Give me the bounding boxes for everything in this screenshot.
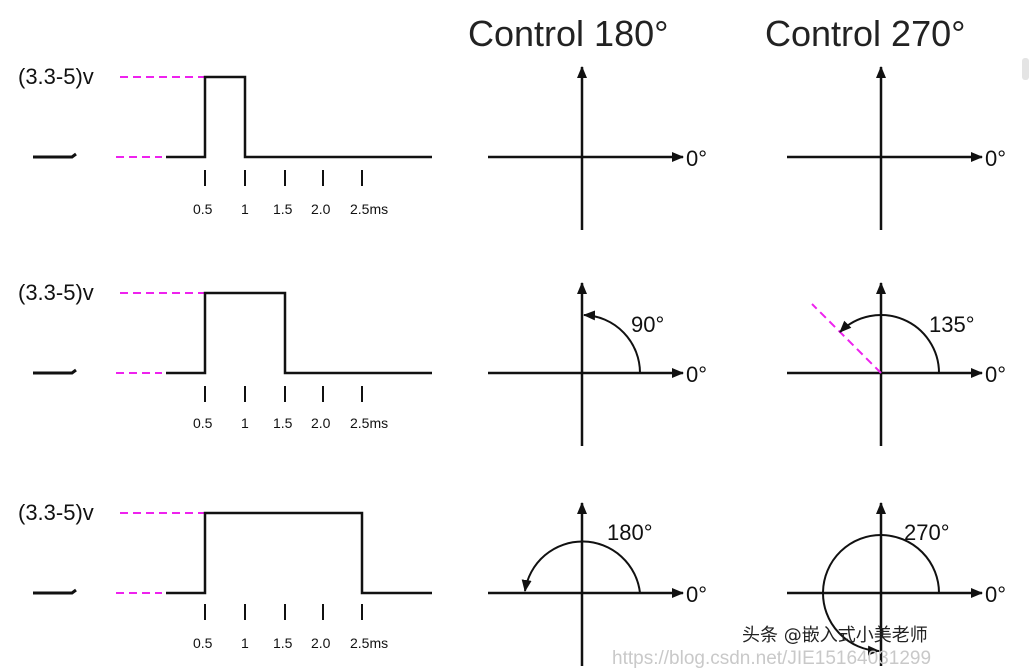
angle-label-270: 270° (904, 520, 950, 545)
pwm-pulse-waveform (166, 511, 432, 595)
tick-label: 2.5ms (350, 201, 388, 217)
baseline-left-segment (33, 368, 77, 375)
angle-dashed-indicator (811, 303, 882, 374)
pwm-pulse-waveform (166, 291, 432, 375)
baseline-left-segment (33, 588, 77, 595)
tick-label: 0.5 (193, 635, 213, 651)
angle-label-90: 90° (631, 312, 664, 337)
rotation-arc-90 (583, 310, 641, 374)
tick-label: 1.5 (273, 201, 293, 217)
tick-label: 0.5 (193, 201, 213, 217)
title-control-270: Control 270° (765, 13, 966, 54)
zero-degree-label: 0° (985, 146, 1006, 171)
zero-degree-label: 0° (686, 362, 707, 387)
tick-label: 2.5ms (350, 635, 388, 651)
title-control-180: Control 180° (468, 13, 669, 54)
voltage-label: (3.3-5)v (18, 64, 94, 89)
watermark-url: https://blog.csdn.net/JIE15164031299 (612, 648, 931, 668)
row-3: (3.3-5)v 0.5 1 1.5 2.0 2.5ms 0° 180° 0° … (18, 500, 1006, 666)
scroll-edge-mark (1022, 58, 1029, 80)
zero-degree-label: 0° (985, 582, 1006, 607)
tick-label: 1 (241, 635, 249, 651)
zero-degree-label: 0° (686, 582, 707, 607)
row-2: (3.3-5)v 0.5 1 1.5 2.0 2.5ms 0° 90° 0° 1… (18, 280, 1006, 446)
rotation-arc-135 (839, 314, 940, 374)
time-ticks (204, 386, 363, 402)
tick-label: 1 (241, 201, 249, 217)
zero-degree-label: 0° (985, 362, 1006, 387)
row-1: (3.3-5)v 0.5 1 1.5 2.0 2.5ms 0° 0° (18, 64, 1006, 230)
tick-label: 2.5ms (350, 415, 388, 431)
angle-label-135: 135° (929, 312, 975, 337)
tick-label: 2.0 (311, 635, 331, 651)
zero-degree-label: 0° (686, 146, 707, 171)
time-ticks (204, 604, 363, 620)
tick-label: 0.5 (193, 415, 213, 431)
tick-label: 2.0 (311, 415, 331, 431)
voltage-label: (3.3-5)v (18, 500, 94, 525)
rotation-arc-180 (521, 540, 641, 594)
tick-label: 2.0 (311, 201, 331, 217)
tick-label: 1 (241, 415, 249, 431)
watermark-author: 头条 @嵌入式小美老师 (742, 625, 928, 646)
pwm-pulse-waveform (166, 75, 432, 159)
tick-label: 1.5 (273, 415, 293, 431)
time-ticks (204, 170, 363, 186)
tick-label: 1.5 (273, 635, 293, 651)
voltage-label: (3.3-5)v (18, 280, 94, 305)
baseline-left-segment (33, 152, 77, 159)
angle-label-180: 180° (607, 520, 653, 545)
rotation-arc-270 (822, 534, 940, 656)
